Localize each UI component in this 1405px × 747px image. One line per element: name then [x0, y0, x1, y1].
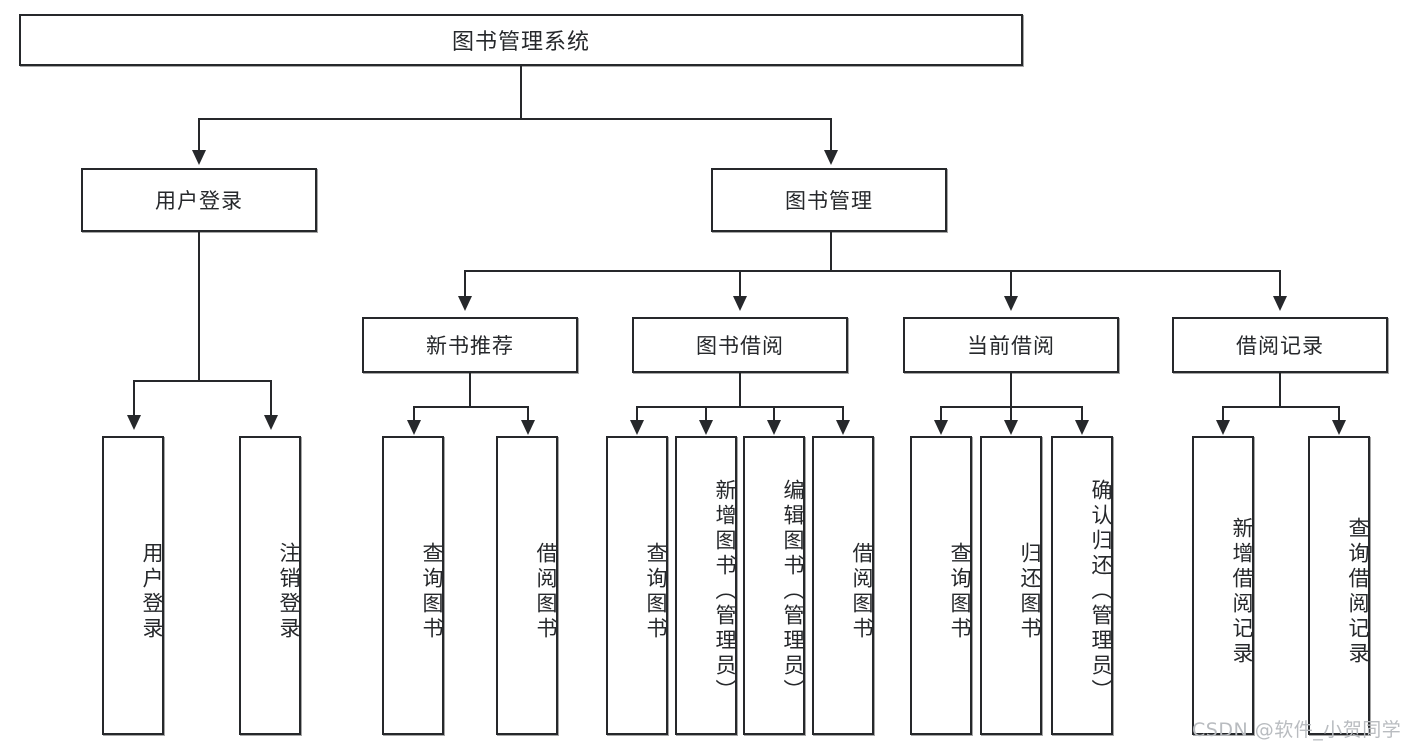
node-label: 图书借阅: [696, 334, 784, 358]
arrowhead-borrow-record-leaf-1: [1216, 420, 1230, 435]
node-label: 当前借阅: [967, 334, 1055, 358]
leaf-user-login[interactable]: 用户登录: [102, 436, 164, 735]
connector-book-mgmt-stem: [830, 232, 832, 270]
node-label: 借阅图书: [534, 541, 558, 642]
connector-current-borrow-drop-1: [940, 406, 942, 422]
node-label: 图书管理系统: [451, 30, 590, 55]
leaf-borrow-edit-book[interactable]: 编辑图书（管理员）: [743, 436, 805, 735]
connector-borrow-record-bus: [1222, 406, 1339, 408]
leaf-borrow-add-book[interactable]: 新增图书（管理员）: [675, 436, 737, 735]
connector-to-book-borrow: [739, 270, 741, 298]
node-label: 借阅记录: [1236, 334, 1324, 358]
connector-borrow-record-drop-2: [1338, 406, 1340, 422]
arrowhead-book-borrow-leaf-4: [836, 420, 850, 435]
leaf-current-confirm-return[interactable]: 确认归还（管理员）: [1051, 436, 1113, 735]
connector-new-book-drop-2: [527, 406, 529, 422]
connector-new-book-bus: [413, 406, 528, 408]
leaf-record-query-record[interactable]: 查询借阅记录: [1308, 436, 1370, 735]
connector-root-stem: [520, 66, 522, 118]
node-label: 查询图书: [420, 541, 444, 642]
connector-to-current-borrow: [1010, 270, 1012, 298]
node-label: 注销登录: [277, 541, 301, 642]
arrowhead-to-book-borrow: [733, 296, 747, 311]
watermark-text: CSDN @软件_小贺同学: [1192, 719, 1402, 741]
connector-borrow-record-stem: [1279, 373, 1281, 406]
arrowhead-book-borrow-leaf-1: [630, 420, 644, 435]
connector-level3-bus: [464, 270, 1280, 272]
connector-user-login-drop-2: [270, 380, 272, 417]
arrowhead-to-new-book: [458, 296, 472, 311]
arrowhead-new-book-leaf-2: [521, 420, 535, 435]
connector-new-book-drop-1: [413, 406, 415, 422]
leaf-current-query-book[interactable]: 查询图书: [910, 436, 972, 735]
node-label: 查询图书: [644, 541, 668, 642]
node-current-borrow[interactable]: 当前借阅: [903, 317, 1119, 373]
node-label: 用户登录: [155, 189, 243, 213]
connector-new-book-stem: [469, 373, 471, 406]
arrowhead-current-borrow-leaf-3: [1075, 420, 1089, 435]
connector-borrow-record-drop-1: [1222, 406, 1224, 422]
arrowhead-to-current-borrow: [1004, 296, 1018, 311]
leaf-borrow-borrow-book[interactable]: 借阅图书: [812, 436, 874, 735]
connector-current-borrow-drop-2: [1010, 406, 1012, 422]
leaf-recommend-borrow-book[interactable]: 借阅图书: [496, 436, 558, 735]
node-borrow-record[interactable]: 借阅记录: [1172, 317, 1388, 373]
node-label: 新增图书（管理员）: [713, 479, 737, 704]
node-label: 查询借阅记录: [1346, 516, 1370, 667]
leaf-record-add-record[interactable]: 新增借阅记录: [1192, 436, 1254, 735]
arrowhead-new-book-leaf-1: [407, 420, 421, 435]
node-label: 新增借阅记录: [1230, 516, 1254, 667]
node-label: 查询图书: [948, 541, 972, 642]
connector-root-to-book-mgmt: [830, 118, 832, 152]
connector-to-new-book: [464, 270, 466, 298]
connector-book-borrow-drop-1: [636, 406, 638, 422]
node-label: 新书推荐: [426, 334, 514, 358]
connector-book-borrow-stem: [739, 373, 741, 406]
connector-root-to-user-login: [198, 118, 200, 152]
node-book-borrow[interactable]: 图书借阅: [632, 317, 848, 373]
connector-user-login-stem: [198, 232, 200, 380]
arrowhead-user-login-leaf-1: [127, 415, 141, 430]
connector-book-borrow-bus: [636, 406, 843, 408]
connector-user-login-drop-1: [133, 380, 135, 417]
connector-user-login-bus: [133, 380, 272, 382]
arrowhead-book-borrow-leaf-2: [699, 420, 713, 435]
arrowhead-current-borrow-leaf-2: [1004, 420, 1018, 435]
connector-current-borrow-drop-3: [1081, 406, 1083, 422]
leaf-current-return-book[interactable]: 归还图书: [980, 436, 1042, 735]
node-root-system[interactable]: 图书管理系统: [19, 14, 1023, 66]
leaf-borrow-query-book[interactable]: 查询图书: [606, 436, 668, 735]
connector-book-borrow-drop-3: [773, 406, 775, 422]
arrowhead-user-login-leaf-2: [264, 415, 278, 430]
arrowhead-borrow-record-leaf-2: [1332, 420, 1346, 435]
connector-book-borrow-drop-4: [842, 406, 844, 422]
node-new-book-recommend[interactable]: 新书推荐: [362, 317, 578, 373]
node-user-login[interactable]: 用户登录: [81, 168, 317, 232]
node-label: 图书管理: [785, 189, 873, 213]
connector-root-bus: [198, 118, 832, 120]
arrowhead-current-borrow-leaf-1: [934, 420, 948, 435]
node-label: 归还图书: [1018, 541, 1042, 642]
connector-book-borrow-drop-2: [705, 406, 707, 422]
arrowhead-to-borrow-record: [1273, 296, 1287, 311]
leaf-recommend-query-book[interactable]: 查询图书: [382, 436, 444, 735]
arrowhead-book-borrow-leaf-3: [767, 420, 781, 435]
connector-to-borrow-record: [1279, 270, 1281, 298]
arrowhead-root-to-book-mgmt: [824, 150, 838, 165]
node-label: 借阅图书: [850, 541, 874, 642]
node-label: 用户登录: [140, 541, 164, 642]
node-book-management[interactable]: 图书管理: [711, 168, 947, 232]
arrowhead-root-to-user-login: [192, 150, 206, 165]
connector-current-borrow-stem: [1010, 373, 1012, 406]
node-label: 编辑图书（管理员）: [781, 479, 805, 704]
node-label: 确认归还（管理员）: [1089, 479, 1113, 704]
leaf-user-logout[interactable]: 注销登录: [239, 436, 301, 735]
